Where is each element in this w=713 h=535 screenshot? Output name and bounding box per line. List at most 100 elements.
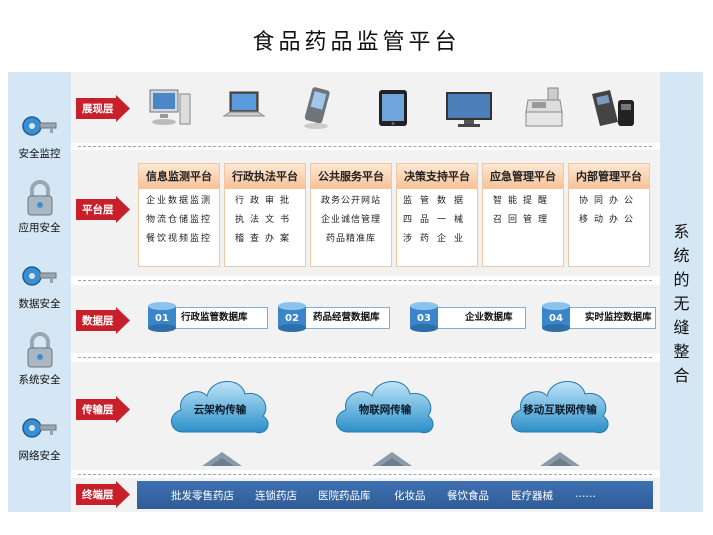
terminal-item[interactable]: 医疗器械: [511, 490, 553, 502]
key-icon: [21, 116, 56, 136]
up-arrow-icon: [202, 450, 242, 470]
layer-arrow-platform: 平台层: [76, 196, 130, 223]
layer-arrow-transport: 传输层: [76, 396, 130, 423]
terminal-item[interactable]: 医院药品库: [318, 490, 371, 502]
arrow-right-icon: [76, 307, 130, 334]
platform-line: 药品精准库: [325, 234, 376, 244]
desktop-pc-icon: [148, 86, 192, 134]
security-item-app[interactable]: 应用安全: [8, 180, 71, 235]
platform-line: 企业诚信管理: [320, 215, 381, 225]
layer-arrow-data: 数据层: [76, 307, 130, 334]
platform-line: 智能提醒: [492, 196, 553, 206]
platform-title: 公共服务平台: [311, 164, 391, 189]
padlock-icon: [27, 332, 52, 368]
layer-arrow-terminal: 终端层: [76, 481, 130, 508]
platform-line: 政务公开网站: [320, 196, 381, 206]
database-icon: 02: [278, 302, 306, 332]
database-label: 行政监管数据库: [156, 307, 268, 329]
platform-title: 行政执法平台: [225, 164, 305, 189]
platform-title: 决策支持平台: [397, 164, 477, 189]
integration-char: 整: [673, 342, 690, 361]
database-label: 企业数据库: [418, 307, 526, 329]
transport-cloud[interactable]: 物联网传输: [330, 370, 440, 440]
divider: [78, 474, 652, 475]
arrow-right-icon: [76, 196, 130, 223]
platform-line: 监管数据: [402, 196, 471, 206]
cloud-label: 云架构传输: [193, 404, 247, 416]
pos-terminal-icon: [588, 86, 638, 134]
platform-card[interactable]: 内部管理平台 协同办公 移动办公: [568, 163, 650, 267]
terminal-item: ……: [575, 488, 596, 500]
terminal-bar: 批发零售药店 连锁药店 医院药品库 化妆品 餐饮食品 医疗器械 ……: [137, 481, 653, 509]
database-label: 药品经营数据库: [286, 307, 390, 329]
divider: [78, 280, 652, 281]
platform-line: 移动办公: [578, 215, 639, 225]
cash-register-icon: [522, 86, 566, 134]
security-item-network[interactable]: 网络安全: [8, 412, 71, 463]
layer-arrow-presentation: 展现层: [76, 95, 130, 122]
cloud-label: 移动互联网传输: [523, 404, 597, 416]
security-item-data[interactable]: 数据安全: [8, 260, 71, 311]
security-label: 系统安全: [18, 374, 61, 386]
monitor-icon: [444, 86, 494, 134]
terminal-item[interactable]: 餐饮食品: [447, 490, 489, 502]
platform-card[interactable]: 决策支持平台 监管数据 四品一械 涉药企业: [396, 163, 478, 267]
platform-line: 餐饮视频监控: [145, 234, 212, 244]
integration-label: 系 统 的 无 缝 整 合: [660, 220, 703, 388]
platform-line: 执法文书: [234, 215, 295, 225]
platform-line: 企业数据监测: [145, 196, 212, 206]
platform-line: 涉药企业: [402, 234, 471, 244]
integration-char: 缝: [673, 318, 690, 337]
platform-line: 物流仓储监控: [145, 215, 212, 225]
up-arrow-icon: [372, 450, 412, 470]
integration-column: 系 统 的 无 缝 整 合: [660, 72, 703, 512]
platform-title: 内部管理平台: [569, 164, 649, 189]
platform-card[interactable]: 行政执法平台 行政审批 执法文书 稽查办案: [224, 163, 306, 267]
laptop-icon: [222, 86, 266, 134]
terminal-item[interactable]: 批发零售药店: [171, 490, 234, 502]
transport-cloud[interactable]: 移动互联网传输: [505, 370, 615, 440]
layer-label: 数据层: [82, 315, 114, 327]
key-icon: [21, 418, 56, 438]
divider: [78, 146, 652, 147]
arrow-right-icon: [76, 481, 130, 508]
database-number: 02: [285, 313, 299, 324]
pda-icon: [296, 86, 336, 134]
security-item-monitor[interactable]: 安全监控: [8, 110, 71, 161]
integration-char: 系: [673, 222, 690, 241]
database-icon: 04: [542, 302, 570, 332]
database-icon: 03: [410, 302, 438, 332]
integration-char: 统: [673, 246, 690, 265]
security-label: 数据安全: [18, 298, 61, 310]
page-title: 食品药品监管平台: [252, 30, 461, 55]
up-arrow-icon: [540, 450, 580, 470]
terminal-item[interactable]: 连锁药店: [255, 490, 297, 502]
database-icon: 01: [148, 302, 176, 332]
security-label: 网络安全: [18, 450, 61, 462]
security-column: 安全监控 应用安全 数据安全 系统安全 网络安全: [8, 72, 71, 512]
platform-line: 召回管理: [492, 215, 553, 225]
platform-card[interactable]: 应急管理平台 智能提醒 召回管理: [482, 163, 564, 267]
platform-title: 应急管理平台: [483, 164, 563, 189]
cloud-icon: [336, 381, 434, 434]
platform-title: 信息监测平台: [139, 164, 219, 189]
database-number: 01: [155, 313, 169, 324]
cloud-icon: [511, 381, 609, 434]
key-icon: [21, 266, 56, 286]
cloud-label: 物联网传输: [358, 404, 412, 416]
platform-line: 四品一械: [402, 215, 471, 225]
integration-char: 合: [673, 366, 690, 385]
integration-char: 的: [673, 270, 690, 289]
platform-line: 稽查办案: [234, 234, 295, 244]
platform-card[interactable]: 信息监测平台 企业数据监测 物流仓储监控 餐饮视频监控: [138, 163, 220, 267]
platform-card[interactable]: 公共服务平台 政务公开网站 企业诚信管理 药品精准库: [310, 163, 392, 267]
database-number: 04: [549, 313, 563, 324]
layer-label: 平台层: [82, 204, 114, 216]
transport-cloud[interactable]: 云架构传输: [165, 370, 275, 440]
security-item-system[interactable]: 系统安全: [8, 332, 71, 387]
platform-line: 协同办公: [578, 196, 639, 206]
arrow-right-icon: [76, 396, 130, 423]
layer-label: 传输层: [82, 404, 114, 416]
arrow-right-icon: [76, 95, 130, 122]
terminal-item[interactable]: 化妆品: [394, 490, 426, 502]
